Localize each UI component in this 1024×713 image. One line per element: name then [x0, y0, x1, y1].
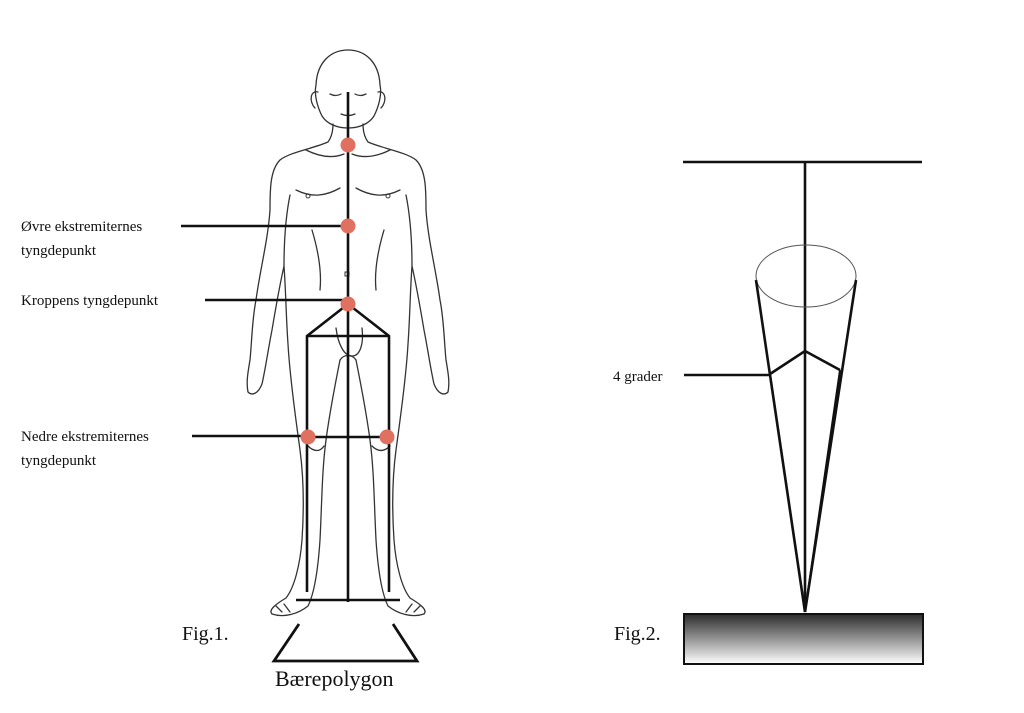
inner-cone-lines	[769, 369, 841, 613]
figure2-caption: Fig.2.	[614, 623, 661, 645]
cone-ellipse	[755, 244, 857, 308]
label-upper-line1: Øvre ekstremiternes	[21, 219, 142, 235]
lower-right-marker	[379, 429, 395, 445]
leader-lines	[181, 224, 348, 438]
figure1-caption: Fig.1.	[182, 623, 229, 645]
support-polygon-shape	[271, 623, 420, 663]
label-body-cg: Kroppens tyngdepunkt	[21, 293, 159, 309]
angle-label: 4 grader	[613, 369, 663, 385]
label-lower-line1: Nedre ekstremiternes	[21, 429, 149, 445]
neck-marker	[340, 137, 356, 153]
support-polygon-label: Bærepolygon	[275, 666, 394, 691]
human-figure-outline	[246, 49, 450, 617]
lower-left-marker	[300, 429, 316, 445]
body-center-marker	[340, 296, 356, 312]
angle-chevron	[769, 349, 841, 376]
upper-extremities-marker	[340, 218, 356, 234]
base-platform	[683, 613, 924, 665]
label-lower-line2: tyngdepunkt	[21, 453, 97, 469]
center-of-gravity-markers	[300, 137, 395, 445]
label-upper-line2: tyngdepunkt	[21, 243, 97, 259]
